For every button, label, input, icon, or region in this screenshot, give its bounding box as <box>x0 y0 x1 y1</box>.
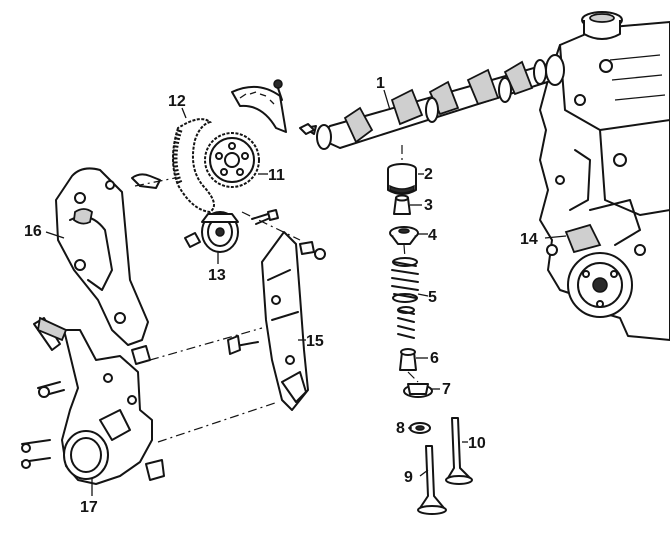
rear-timing-cover <box>55 167 161 346</box>
crankshaft-pulley <box>546 223 633 318</box>
leader-lines <box>45 89 567 496</box>
callout-2: 2 <box>424 166 433 183</box>
callout-15: 15 <box>306 333 324 350</box>
callout-7: 7 <box>442 381 451 398</box>
middle-belt-cover <box>227 231 326 411</box>
camshaft-sprocket <box>204 132 260 188</box>
timing-belt <box>172 118 215 214</box>
callout-9: 9 <box>404 469 413 486</box>
callout-3: 3 <box>424 197 433 214</box>
alignment-lines <box>134 145 419 443</box>
upper-belt-guard <box>231 79 315 135</box>
callout-11: 11 <box>268 167 285 184</box>
callout-16: 16 <box>24 223 42 240</box>
callout-6: 6 <box>430 350 439 367</box>
tensioner-pulley <box>184 209 279 253</box>
callout-8: 8 <box>396 420 405 437</box>
callout-1: 1 <box>376 75 385 92</box>
callout-14: 14 <box>520 231 538 248</box>
callout-5: 5 <box>428 289 437 306</box>
callout-10: 10 <box>468 435 486 452</box>
callouts: 1 2 3 4 5 6 7 8 9 10 11 12 13 14 15 16 1… <box>24 75 538 516</box>
camshaft <box>304 54 565 150</box>
lower-timing-cover <box>21 316 165 485</box>
callout-13: 13 <box>208 267 226 284</box>
callout-4: 4 <box>428 227 437 244</box>
engine-block <box>539 11 670 341</box>
valve-train <box>387 163 473 515</box>
callout-17: 17 <box>80 499 98 516</box>
callout-12: 12 <box>168 93 186 110</box>
